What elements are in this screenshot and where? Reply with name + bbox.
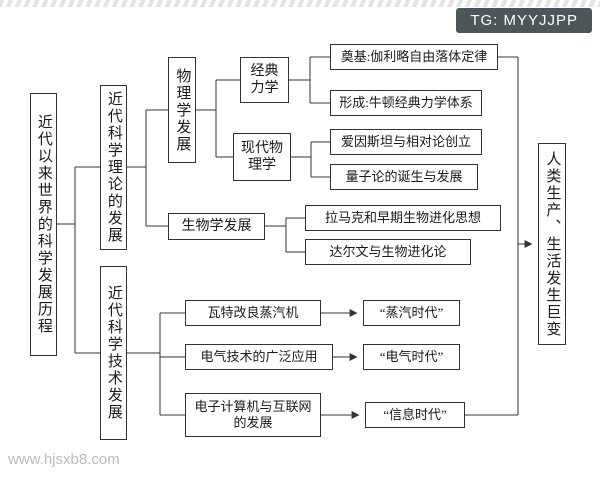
- detail-newton-node: 形成:牛顿经典力学体系: [330, 90, 482, 116]
- root-node: 近代以来世界的科学发展历程: [30, 93, 57, 356]
- outcome-node: 人类生产、生活发生巨变: [538, 143, 566, 345]
- tech-computer-node: 电子计算机与互联网的发展: [185, 393, 321, 437]
- tech-steam-node: 瓦特改良蒸汽机: [185, 300, 321, 326]
- technology-branch-label: 近代科学技术发展: [105, 285, 122, 421]
- root-label: 近代以来世界的科学发展历程: [35, 114, 52, 335]
- detail-darwin-node: 达尔文与生物进化论: [305, 239, 471, 265]
- modern-physics-node: 现代物理学: [233, 133, 291, 181]
- outcome-label: 人类生产、生活发生巨变: [544, 150, 561, 338]
- theory-branch-node: 近代科学理论的发展: [100, 85, 127, 250]
- classical-mechanics-node: 经典力学: [240, 57, 289, 103]
- detail-galileo-node: 奠基:伽利略自由落体定律: [330, 44, 498, 70]
- era-steam-node: “蒸汽时代”: [363, 300, 460, 326]
- site-watermark: www.hjsxb8.com: [8, 451, 120, 468]
- era-electric-node: “电气时代”: [363, 344, 460, 370]
- detail-quantum-node: 量子论的诞生与发展: [330, 164, 478, 190]
- era-information-node: “信息时代”: [365, 402, 465, 428]
- tech-electric-node: 电气技术的广泛应用: [185, 344, 333, 370]
- decorative-stripe: [0, 0, 600, 7]
- biology-node: 生物学发展: [168, 213, 265, 240]
- detail-einstein-node: 爱因斯坦与相对论创立: [330, 129, 482, 155]
- physics-label: 物理学发展: [174, 67, 191, 153]
- detail-lamarck-node: 拉马克和早期生物进化思想: [305, 205, 501, 231]
- theory-branch-label: 近代科学理论的发展: [105, 91, 122, 244]
- tg-badge: TG: MYYJJPP: [456, 8, 592, 33]
- physics-node: 物理学发展: [168, 57, 196, 163]
- technology-branch-node: 近代科学技术发展: [100, 266, 127, 440]
